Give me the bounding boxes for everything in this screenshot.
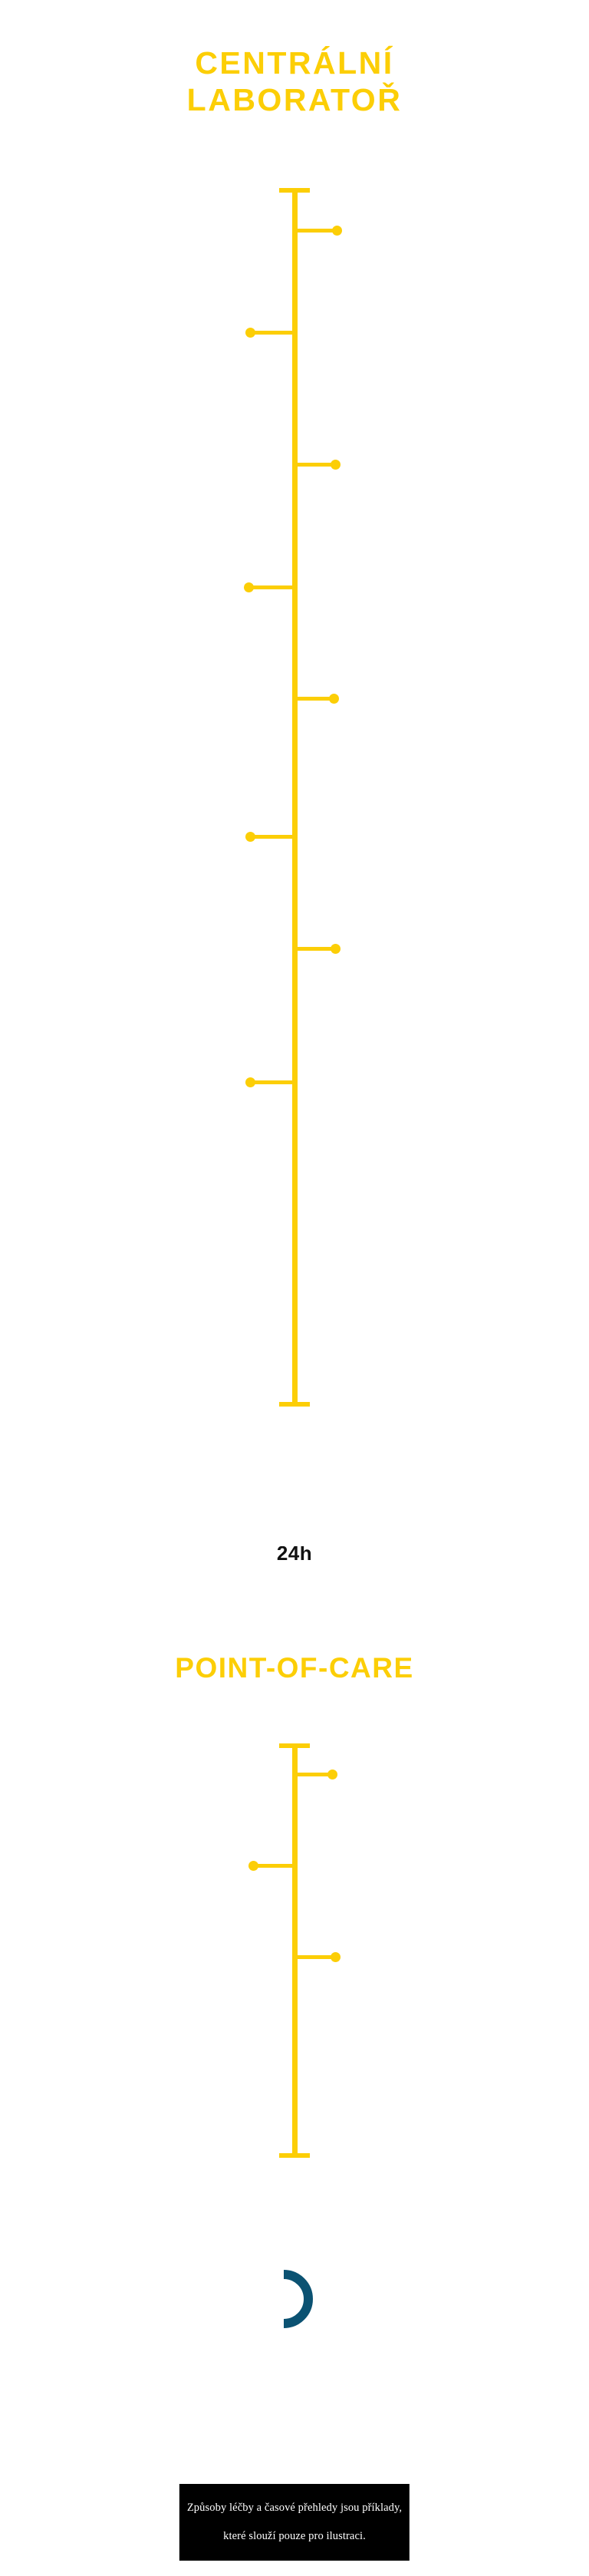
timeline-node-dot xyxy=(329,694,339,704)
timeline-node-dot xyxy=(332,226,342,236)
timeline-branch[interactable] xyxy=(294,460,341,470)
timeline-branch[interactable] xyxy=(245,832,294,842)
timeline-branch[interactable] xyxy=(245,1077,294,1087)
arc-glyph-container xyxy=(0,2267,589,2335)
section-title-central-laboratory: CENTRÁLNÍ LABORATOŘ xyxy=(0,45,589,119)
footer-line-1: Způsoby léčby a časové přehledy jsou pří… xyxy=(186,2501,403,2514)
timeline-bottom-cap xyxy=(279,2153,310,2158)
timeline-branch[interactable] xyxy=(248,1861,294,1871)
timeline-node-dot xyxy=(331,944,341,954)
half-ring-arc-icon xyxy=(283,2270,313,2328)
timeline-branch[interactable] xyxy=(294,1770,337,1779)
timeline-node-dot xyxy=(327,1770,337,1779)
timeline-node-dot xyxy=(248,1861,258,1871)
footer-disclaimer: Způsoby léčby a časové přehledy jsou pří… xyxy=(179,2484,410,2561)
timeline-node-dot xyxy=(245,832,255,842)
timeline-branch[interactable] xyxy=(294,694,339,704)
timeline-branch[interactable] xyxy=(294,944,341,954)
timeline-node-dot xyxy=(245,1077,255,1087)
title-line-1: CENTRÁLNÍ xyxy=(195,45,394,81)
section-title-point-of-care: POINT-OF-CARE xyxy=(175,1652,414,1684)
timeline-branch[interactable] xyxy=(294,1952,341,1962)
timeline-bottom-cap xyxy=(279,1402,310,1407)
title-line-2: LABORATOŘ xyxy=(186,82,403,118)
timeline-branch[interactable] xyxy=(245,328,294,338)
timeline-node-dot xyxy=(245,328,255,338)
timeline-node-dot xyxy=(331,1952,341,1962)
timeline-axis xyxy=(291,1743,298,2158)
timeline-node-dot xyxy=(244,582,254,592)
timeline-node-dot xyxy=(331,460,341,470)
footer-line-2: které slouží pouze pro ilustraci. xyxy=(223,2529,366,2542)
timeline-branch[interactable] xyxy=(294,226,342,236)
hour-marker-24h: 24h xyxy=(276,1546,313,1562)
timeline-axis xyxy=(291,188,298,1407)
timeline-central-laboratory xyxy=(0,188,589,1416)
timeline-point-of-care xyxy=(0,1743,589,2173)
timeline-branch[interactable] xyxy=(244,582,294,592)
